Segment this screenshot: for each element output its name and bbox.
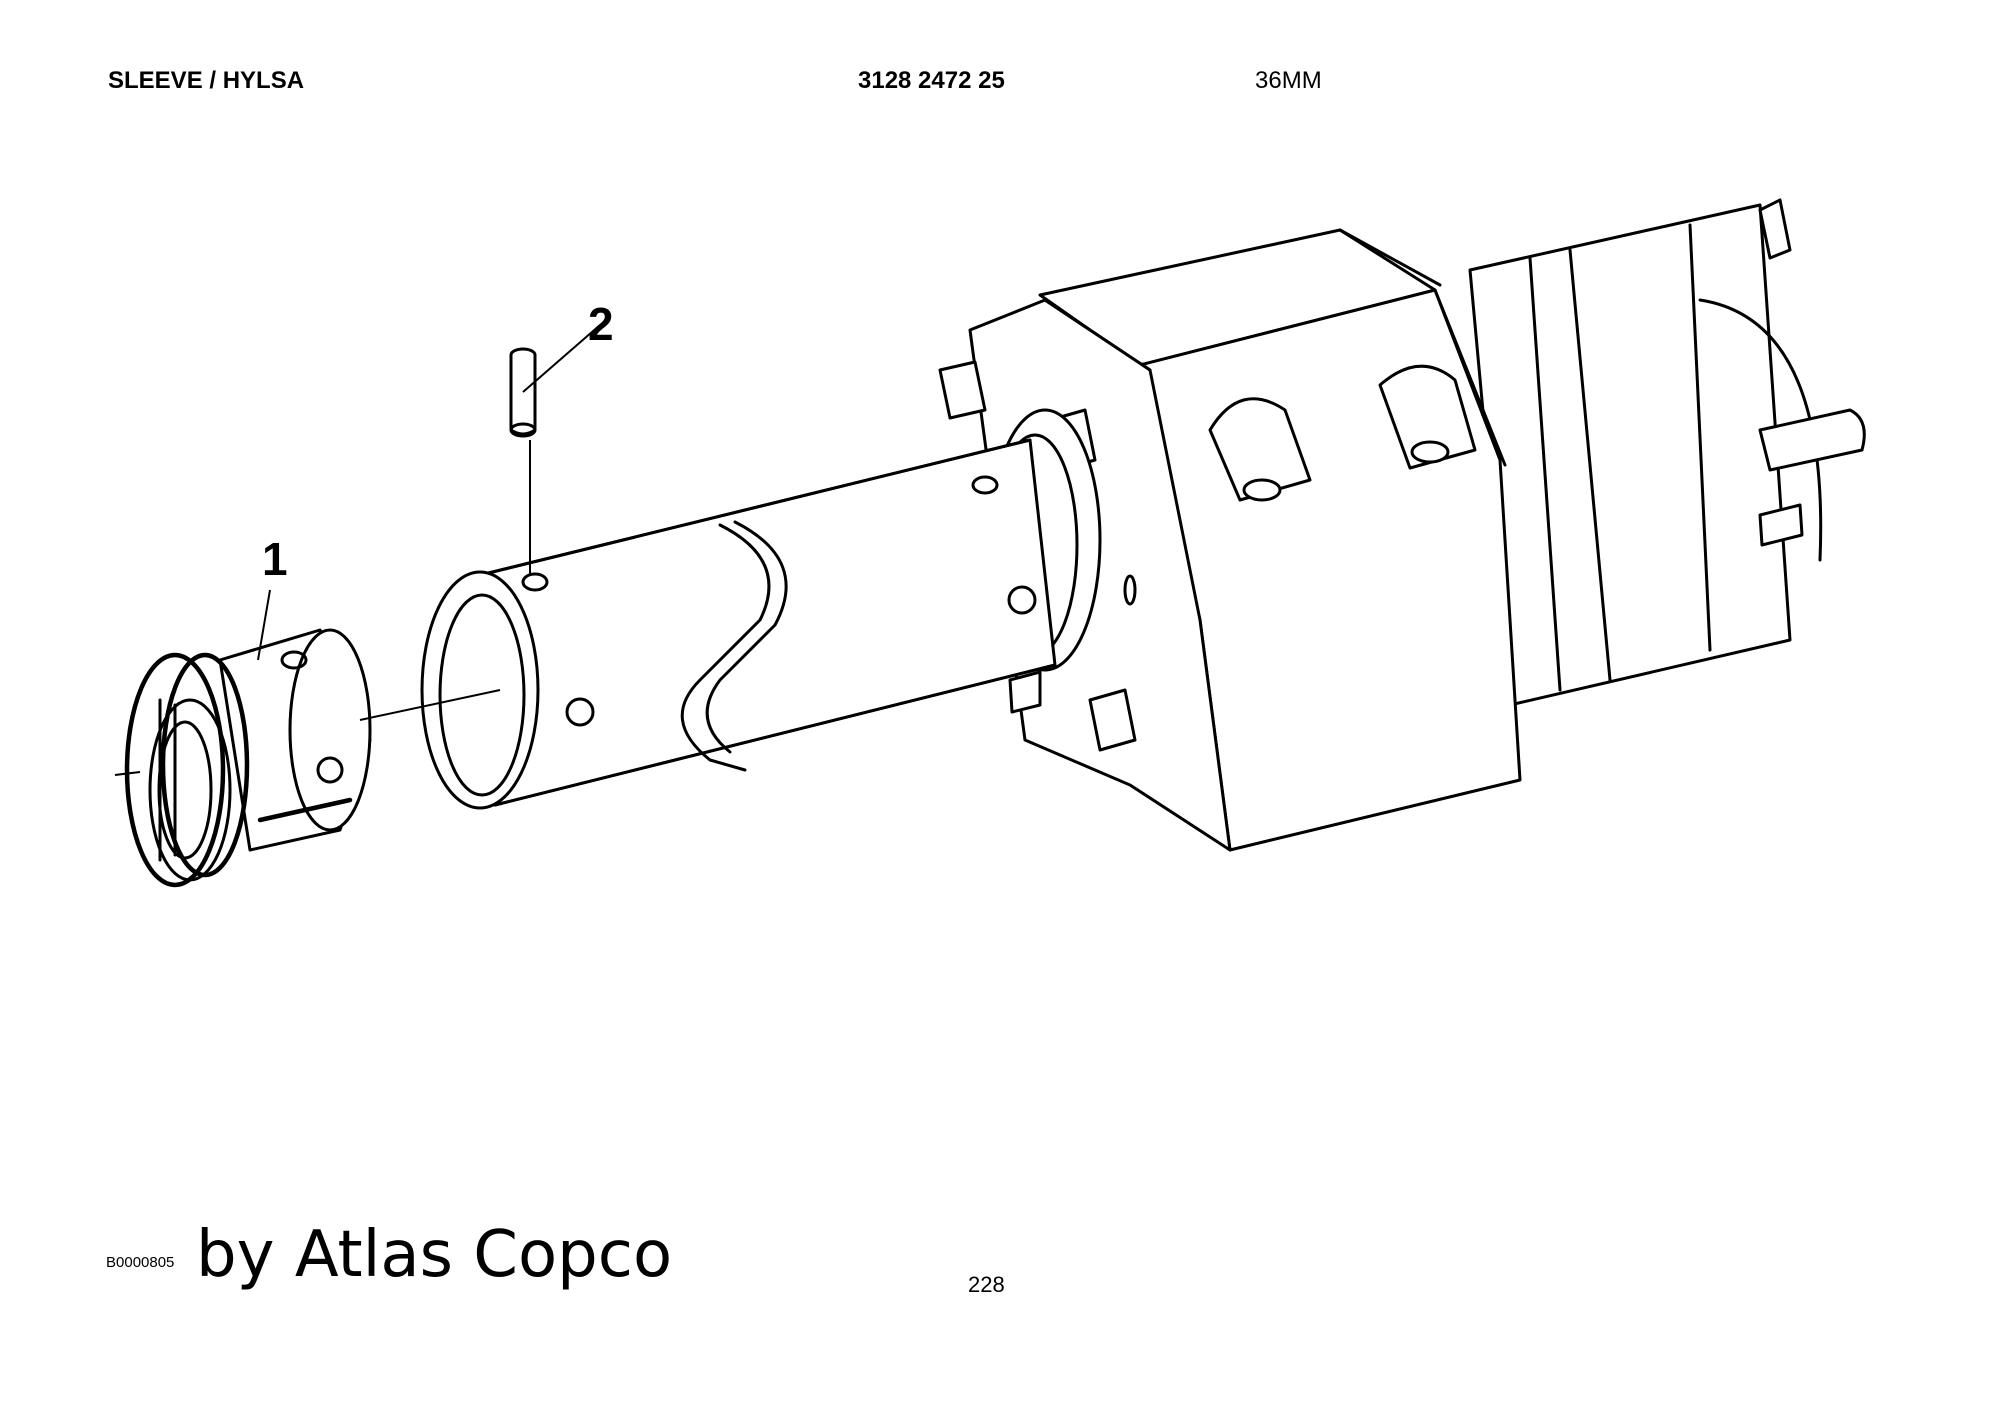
callout-1-label: 1: [262, 533, 288, 585]
pin-part-2: [509, 347, 537, 438]
sleeve-part-1: [124, 628, 372, 888]
part-number: 3128 2472 25: [858, 67, 1005, 94]
page-title: SLEEVE / HYLSA: [108, 67, 305, 94]
drive-tube: [420, 438, 1057, 810]
callout-2-label: 2: [588, 298, 614, 350]
size-label: 36MM: [1255, 67, 1322, 94]
motor-unit: [938, 198, 1866, 852]
brand-credit: by Atlas Copco: [196, 1218, 673, 1292]
page-number: 228: [968, 1272, 1005, 1297]
document-id: B0000805: [106, 1254, 175, 1271]
